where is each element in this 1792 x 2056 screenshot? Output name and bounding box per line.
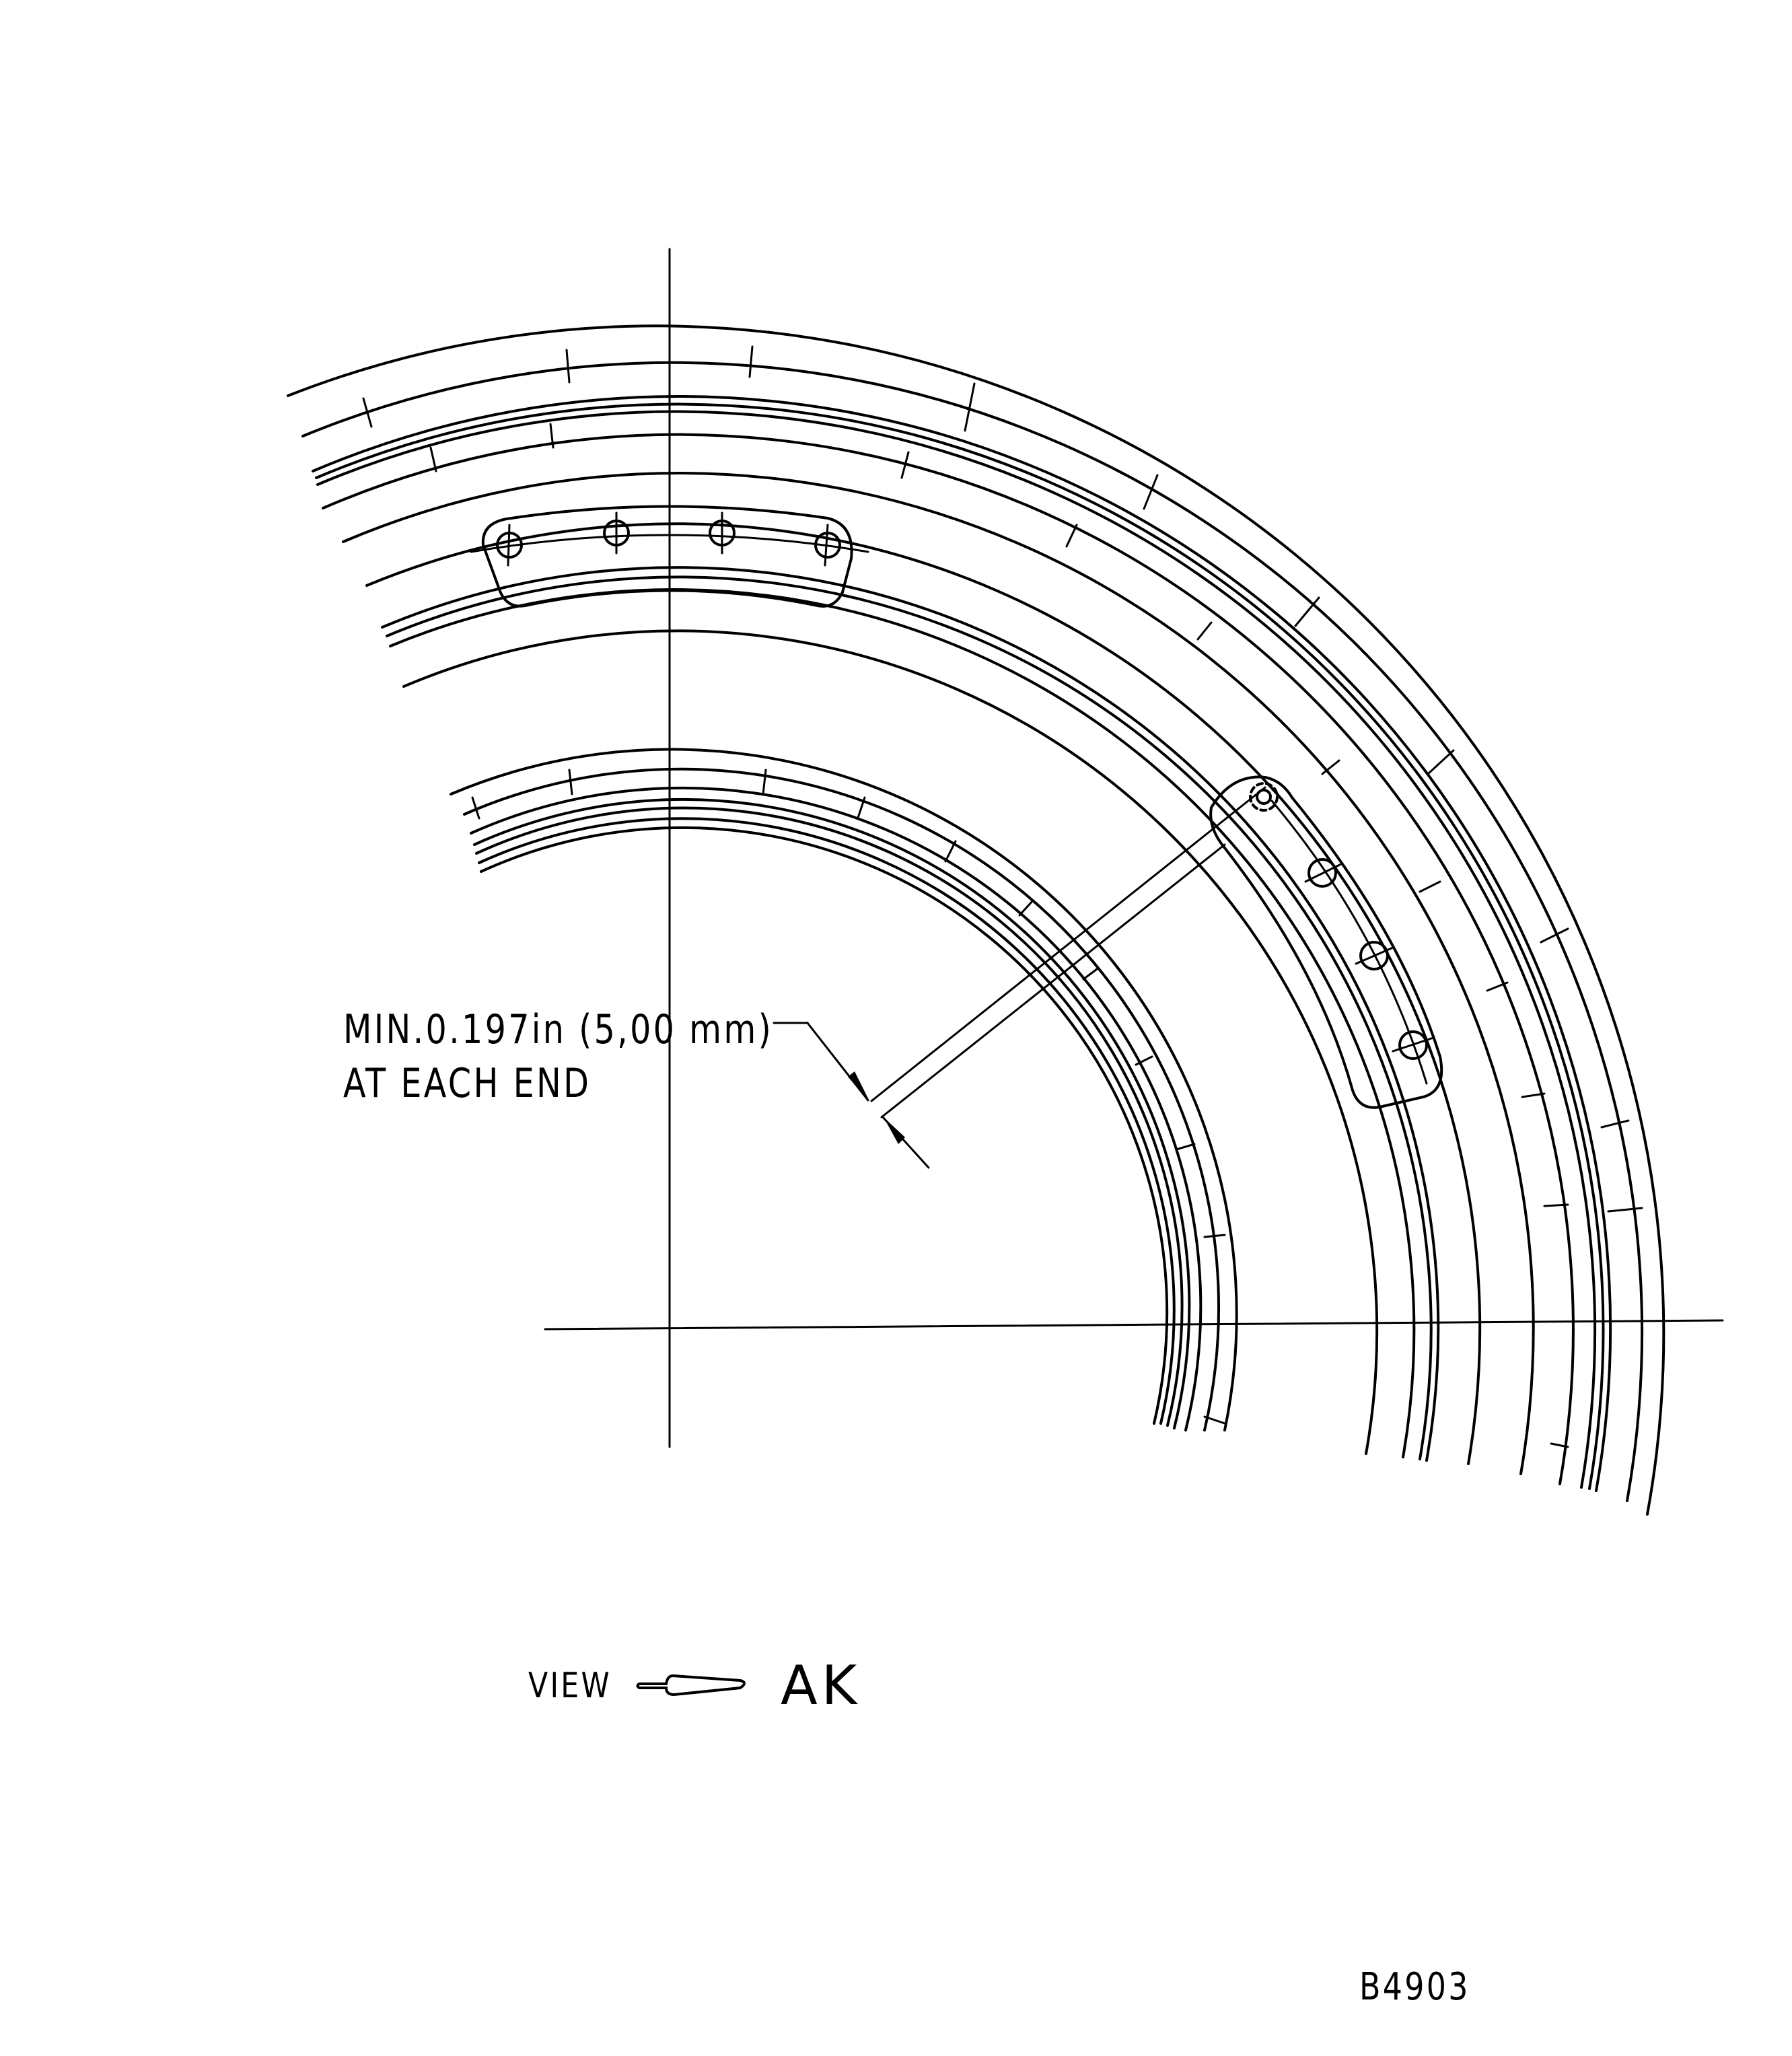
- view-label-prefix: VIEW: [528, 1666, 612, 1706]
- dimension-note-line2: AT EACH END: [343, 1060, 592, 1107]
- right-segment-plate: [1209, 775, 1443, 1109]
- horizontal-centerline: [544, 1319, 1724, 1331]
- inner-ticks: [471, 769, 1226, 1425]
- view-label-id: AK: [781, 1654, 861, 1717]
- top-segment-plate: [470, 505, 869, 608]
- outer-ticks: [362, 345, 1643, 1448]
- outer-ring-arcs: [287, 324, 1665, 1516]
- dimension-arrowheads: [848, 1071, 905, 1144]
- inner-ring-arcs: [450, 748, 1238, 1431]
- drawing-number: B4903: [1359, 1965, 1470, 2009]
- dimension-note-line1: MIN.0.197in (5,00 mm): [343, 1006, 774, 1053]
- dimension-note: MIN.0.197in (5,00 mm) AT EACH END: [343, 1003, 773, 1110]
- view-arrow-icon: [636, 1674, 746, 1697]
- dimension-lines: [773, 786, 1266, 1169]
